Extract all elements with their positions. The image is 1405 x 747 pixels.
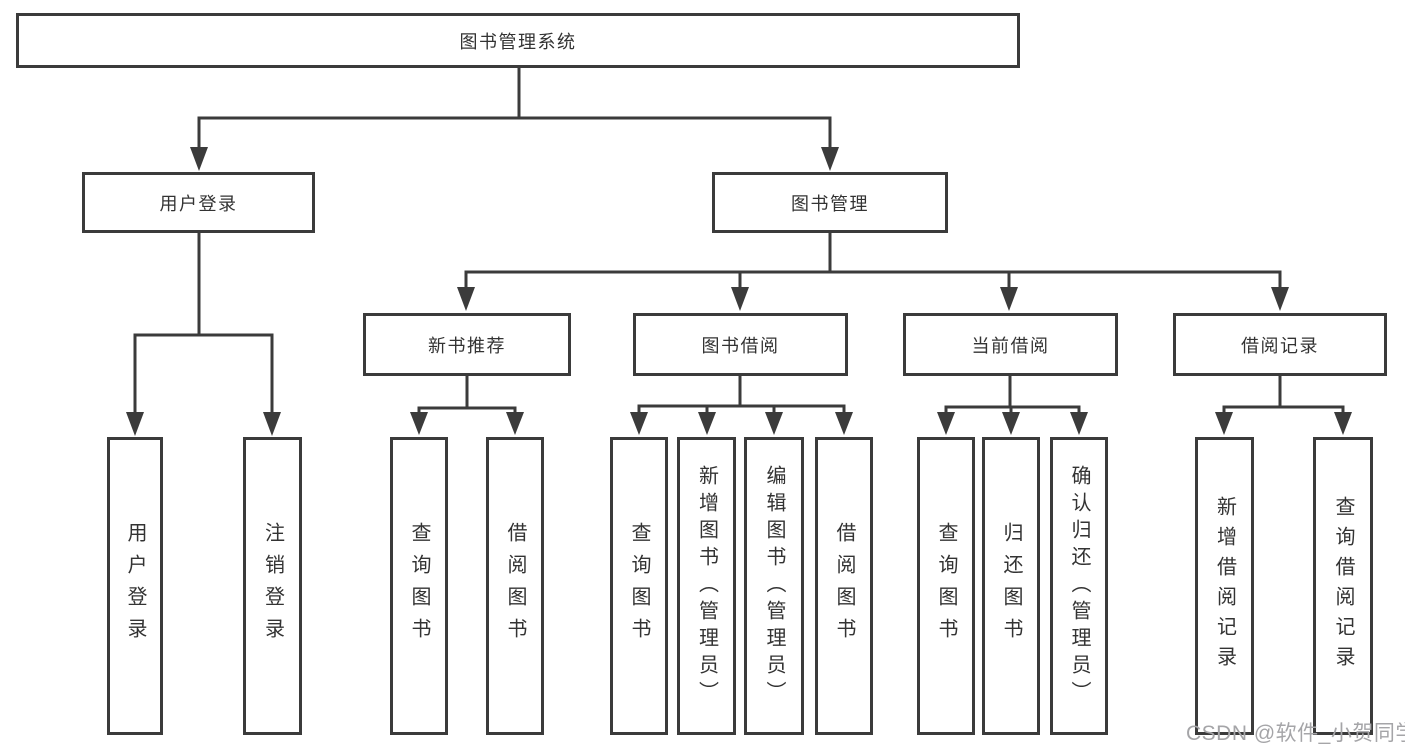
node-nb-borrow-books: 借阅图书	[486, 437, 544, 735]
node-cb-confirm-return: 确认归还（管理员）	[1050, 437, 1108, 735]
node-current-borrow: 当前借阅	[903, 313, 1118, 376]
node-label: 查询借阅记录	[1332, 496, 1354, 676]
arrowhead	[731, 287, 749, 311]
arrowhead	[1000, 287, 1018, 311]
connector-borrow-records	[1215, 375, 1352, 435]
node-label: 归还图书	[1000, 522, 1022, 650]
arrowhead	[190, 147, 208, 171]
node-label: 借阅图书	[833, 522, 855, 650]
node-label: 用户登录	[159, 193, 238, 214]
arrowhead	[630, 412, 648, 435]
arrowhead	[1334, 412, 1352, 435]
node-label: 查询图书	[935, 522, 957, 650]
arrowhead	[263, 412, 281, 436]
node-label: 新增借阅记录	[1213, 496, 1236, 676]
watermark-text: CSDN @软件_小贺同学	[1186, 722, 1405, 745]
arrowhead	[835, 412, 853, 435]
arrowhead	[821, 147, 839, 171]
node-br-add-record: 新增借阅记录	[1195, 437, 1254, 735]
node-cb-return-books: 归还图书	[982, 437, 1040, 735]
connector-user-login-group	[126, 232, 281, 436]
node-book-borrow: 图书借阅	[633, 313, 848, 376]
node-label: 借阅记录	[1241, 335, 1319, 356]
arrowhead	[937, 412, 955, 435]
connector-book-management	[457, 232, 1289, 311]
node-nb-query-books: 查询图书	[390, 437, 448, 735]
arrowhead	[1271, 287, 1289, 311]
node-label: 注销登录	[261, 522, 284, 650]
node-bb-add-books: 新增图书（管理员）	[677, 437, 736, 735]
arrowhead	[1215, 412, 1233, 435]
arrowhead	[126, 412, 144, 436]
node-bb-query-books: 查询图书	[610, 437, 668, 735]
node-br-query-record: 查询借阅记录	[1313, 437, 1373, 735]
node-label: 确认归还（管理员）	[1068, 464, 1090, 708]
arrowhead	[506, 412, 524, 435]
node-user-login-group: 用户登录	[82, 172, 315, 233]
node-label: 查询图书	[628, 522, 650, 650]
arrowhead	[1002, 412, 1020, 435]
arrowhead	[765, 412, 783, 435]
node-label: 用户登录	[124, 522, 146, 650]
node-user-login: 用户登录	[107, 437, 163, 735]
node-label: 新增图书（管理员）	[695, 464, 718, 708]
node-logout: 注销登录	[243, 437, 302, 735]
node-bb-edit-books: 编辑图书（管理员）	[744, 437, 804, 735]
node-bb-borrow-books: 借阅图书	[815, 437, 873, 735]
connector-root	[190, 67, 839, 171]
arrowhead	[698, 412, 716, 435]
node-label: 图书管理	[791, 193, 869, 214]
node-label: 借阅图书	[504, 522, 526, 650]
node-label: 新书推荐	[428, 335, 506, 356]
node-label: 当前借阅	[971, 335, 1050, 356]
connector-book-borrow	[630, 375, 853, 435]
node-label: 编辑图书（管理员）	[763, 464, 785, 708]
node-root: 图书管理系统	[16, 13, 1020, 68]
node-label: 查询图书	[408, 522, 430, 650]
arrowhead	[457, 287, 475, 311]
node-borrow-records: 借阅记录	[1173, 313, 1387, 376]
arrowhead	[1070, 412, 1088, 435]
connector-current-borrow	[937, 375, 1088, 435]
node-cb-query-books: 查询图书	[917, 437, 975, 735]
node-label: 图书借阅	[701, 335, 780, 356]
node-label: 图书管理系统	[459, 31, 577, 52]
connector-new-book-recommend	[410, 375, 524, 435]
node-new-book-recommend: 新书推荐	[363, 313, 571, 376]
arrowhead	[410, 412, 428, 435]
node-book-management: 图书管理	[712, 172, 948, 233]
